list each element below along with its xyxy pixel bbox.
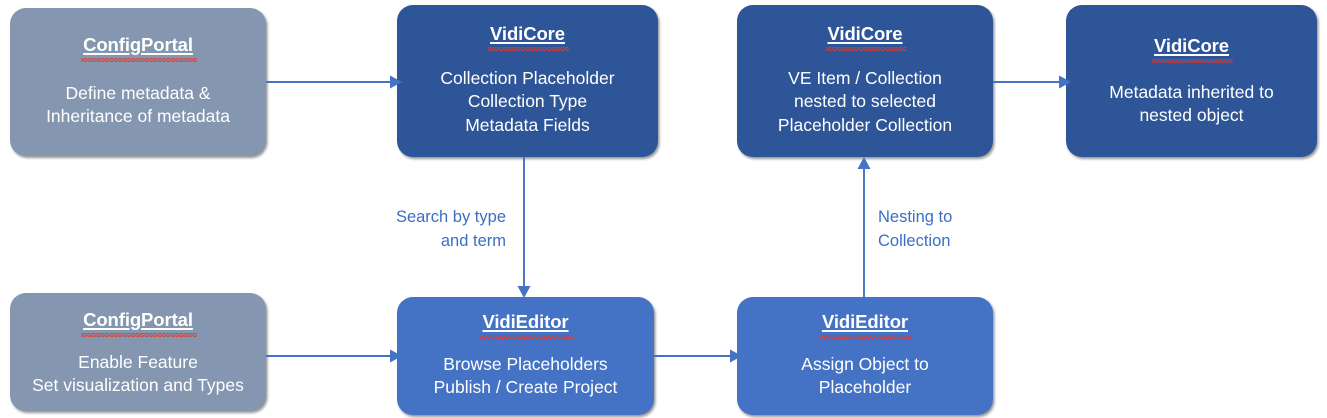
node-config-portal-enable-feature[interactable]: ConfigPortal Enable Feature Set visualiz… <box>10 293 266 411</box>
connector-config-portal-to-vidicore <box>266 75 402 89</box>
connector-config-portal-enable-to-vidieditor-browse <box>266 349 402 363</box>
node-body: Enable Feature Set visualization and Typ… <box>32 352 244 396</box>
connector-vidicore-collection-to-vidieditor-browse <box>517 157 531 298</box>
node-body: Assign Object to Placeholder <box>801 354 929 398</box>
node-title: ConfigPortal <box>81 309 197 337</box>
node-vidicore-collection-placeholder[interactable]: VidiCore Collection Placeholder Collecti… <box>397 5 658 157</box>
node-title: ConfigPortal <box>81 34 197 62</box>
node-title: VidiCore <box>488 23 569 51</box>
edge-label-search-by-type-and-term: Search by type and term <box>395 208 506 250</box>
node-body: Metadata inherited to nested object <box>1109 82 1274 126</box>
connector-vidicore-nested-to-metadata-inherited <box>993 75 1071 89</box>
node-title: VidiCore <box>1152 35 1233 63</box>
node-title: VidiEditor <box>480 311 573 339</box>
connector-vidieditor-browse-to-assign <box>654 349 742 363</box>
node-vidicore-nested-placeholder[interactable]: VidiCore VE Item / Collection nested to … <box>737 5 993 157</box>
node-body: Browse Placeholders Publish / Create Pro… <box>433 354 618 398</box>
node-body: Define metadata & Inheritance of metadat… <box>46 83 230 127</box>
node-body: VE Item / Collection nested to selected … <box>777 68 953 135</box>
edge-label-nesting-to-collection: Nesting to Collection <box>878 208 953 250</box>
node-vidieditor-assign-object[interactable]: VidiEditor Assign Object to Placeholder <box>737 297 993 415</box>
node-vidicore-metadata-inherited[interactable]: VidiCore Metadata inherited to nested ob… <box>1066 5 1317 157</box>
node-config-portal-metadata[interactable]: ConfigPortal Define metadata & Inheritan… <box>10 8 266 156</box>
node-title: VidiCore <box>825 23 907 51</box>
node-title: VidiEditor <box>819 311 913 339</box>
node-vidieditor-browse-placeholders[interactable]: VidiEditor Browse Placeholders Publish /… <box>397 297 654 415</box>
node-body: Collection Placeholder Collection Type M… <box>440 68 615 135</box>
connector-vidieditor-assign-to-vidicore-nested <box>857 157 871 298</box>
